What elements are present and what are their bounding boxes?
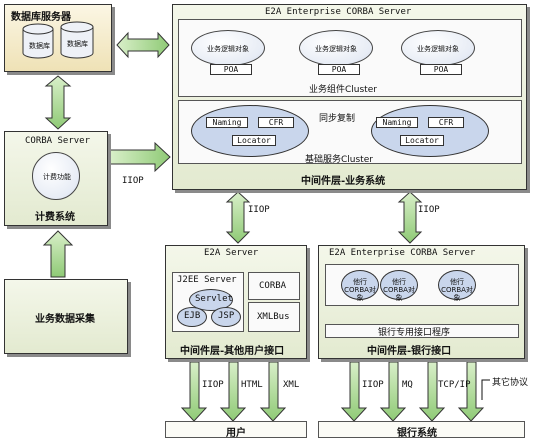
bank-system-label: 银行系统 — [397, 428, 437, 439]
jsp-ellipse — [211, 307, 241, 327]
business-object-3 — [401, 30, 475, 66]
locator-right: Locator — [400, 135, 444, 146]
bank-object-3-label: 他行CORBA对象 — [441, 278, 473, 302]
arrow-down-tcpip — [418, 361, 446, 422]
arrow-down-mq — [379, 361, 407, 422]
proto-right-1: MQ — [402, 380, 413, 390]
business-cluster: 业务逻辑对象 POA 业务逻辑对象 POA 业务逻辑对象 POA 业务组件Clu… — [178, 19, 522, 97]
jsp-label: JSP — [218, 311, 235, 321]
main-server-title: E2A Enterprise CORBA Server — [265, 7, 412, 17]
business-object-2 — [299, 30, 373, 66]
bank-object-3 — [438, 270, 476, 300]
arrow-down-html — [219, 361, 247, 422]
arrow-down-other — [457, 361, 485, 422]
corba-left-title: CORBA Server — [25, 136, 91, 146]
arrow-corba-main — [109, 141, 171, 173]
main-layer-label: 中间件层-业务系统 — [301, 176, 386, 187]
ejb-label: EJB — [184, 311, 201, 321]
proto-left-2: XML — [283, 380, 300, 390]
e2a-server-title: E2A Server — [204, 248, 259, 258]
cfr-left: CFR — [258, 117, 294, 128]
business-object-3-label: 业务逻辑对象 — [417, 45, 459, 53]
bank-layer-label: 中间件层-银行接口 — [367, 346, 452, 357]
e2a-server: E2A Server J2EE Server Servlet EJB JSP C… — [165, 245, 307, 359]
corba-box: CORBA — [248, 272, 300, 300]
proto-left-1: HTML — [241, 380, 263, 390]
xmlbus-box: XMLBus — [248, 302, 300, 332]
users-box: 用户 — [165, 421, 307, 439]
poa-1: POA — [210, 64, 252, 75]
arrow-collect-corba — [42, 230, 74, 278]
servlet-ellipse — [189, 289, 233, 311]
double-arrow-db-corba — [44, 75, 72, 130]
bank-interface-box: 银行专用接口程序 — [325, 324, 519, 338]
corba-server-left: CORBA Server 计费功能 计费系统 — [4, 131, 108, 226]
billing-function-ellipse — [32, 152, 80, 200]
naming-left: Naming — [206, 117, 248, 128]
bank-object-2-label: 他行CORBA对象 — [383, 278, 415, 302]
billing-function-label: 计费功能 — [43, 173, 71, 181]
iiop-mid-label: IIOP — [248, 205, 270, 215]
proto-right-2: TCP/IP — [438, 380, 471, 390]
e2a-layer-label: 中间件层-其他用户接口 — [180, 346, 285, 357]
j2ee-title: J2EE Server — [177, 275, 237, 285]
business-collect-label: 业务数据采集 — [35, 314, 95, 325]
double-arrow-db-main — [116, 31, 170, 59]
billing-system-label: 计费系统 — [35, 212, 75, 223]
business-cluster-label: 业务组件Cluster — [309, 85, 377, 95]
proto-right-0: IIOP — [362, 380, 384, 390]
poa-2: POA — [318, 64, 360, 75]
basic-left-ellipse — [191, 105, 309, 157]
basic-right-ellipse — [371, 105, 489, 157]
cfr-right: CFR — [428, 117, 464, 128]
servlet-label: Servlet — [195, 294, 233, 304]
db-server-box: 数据库服务器 数据库 数据库 — [4, 4, 112, 72]
bank-object-1 — [341, 270, 379, 300]
main-corba-server: E2A Enterprise CORBA Server 业务逻辑对象 POA 业… — [172, 4, 527, 190]
ejb-ellipse — [177, 307, 207, 327]
iiop-left-label: IIOP — [122, 176, 144, 186]
users-label: 用户 — [226, 428, 246, 439]
iiop-right-label: IIOP — [418, 205, 440, 215]
corba-label: CORBA — [259, 281, 287, 291]
sync-label: 同步复制 — [319, 114, 356, 124]
arrow-down-iiop-right — [340, 361, 368, 422]
bank-object-1-label: 他行CORBA对象 — [344, 278, 376, 302]
locator-left: Locator — [232, 135, 276, 146]
arrow-down-iiop-left — [180, 361, 208, 422]
db-server-title: 数据库服务器 — [11, 12, 71, 23]
bank-interface-label: 银行专用接口程序 — [378, 328, 451, 338]
arrow-down-xml — [259, 361, 287, 422]
bank-corba-server: E2A Enterprise CORBA Server 他行CORBA对象 他行… — [318, 245, 525, 359]
naming-right: Naming — [376, 117, 418, 128]
business-collect-box: 业务数据采集 — [4, 279, 128, 354]
bank-object-2 — [380, 270, 418, 300]
j2ee-server-box: J2EE Server Servlet EJB JSP — [172, 272, 244, 332]
db2-label: 数据库 — [67, 40, 88, 48]
business-object-2-label: 业务逻辑对象 — [315, 45, 357, 53]
proto-right-3: 其它协议 — [492, 378, 529, 388]
poa-3: POA — [420, 64, 462, 75]
business-object-1-label: 业务逻辑对象 — [207, 45, 249, 53]
bank-system-box: 银行系统 — [318, 421, 525, 439]
db1-label: 数据库 — [29, 42, 50, 50]
bank-server-title: E2A Enterprise CORBA Server — [329, 248, 476, 258]
double-arrow-main-e2a — [225, 191, 251, 244]
proto-left-0: IIOP — [202, 380, 224, 390]
xmlbus-label: XMLBus — [257, 312, 290, 322]
basic-cluster-label: 基础服务Cluster — [305, 155, 373, 165]
database-icons — [22, 21, 94, 59]
business-object-1 — [191, 30, 265, 66]
double-arrow-main-bank — [397, 191, 423, 244]
basic-cluster: Naming CFR Locator 同步复制 Naming CFR Locat… — [178, 100, 522, 165]
